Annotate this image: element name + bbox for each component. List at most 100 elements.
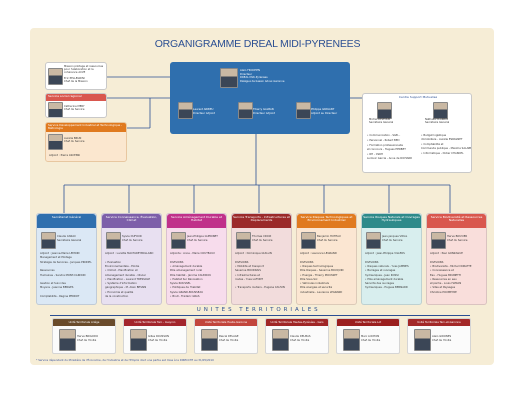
department-head-name: Thomas CROIX: [252, 235, 272, 238]
deputy-1-role: Directeur Adjoint: [193, 111, 215, 115]
territorial-unit-name: Marc LOCHON: [361, 335, 380, 338]
department-line: Adjoint : Laurence LEGRAND: [300, 252, 337, 255]
department-box: Service Biodiversité et Ressources Natur…: [426, 213, 487, 305]
department-head-name: Hervé BOUVIER: [447, 235, 468, 238]
department-head-photo: [431, 232, 446, 249]
csm-right-item: • Informatique - Didier CHANCEL: [421, 152, 464, 155]
deputy-2-name: Thierry GALBAN: [253, 108, 274, 111]
csm-person-2-photo: [433, 102, 448, 119]
deputy-3-photo: [296, 102, 311, 119]
territorial-unit-role: Chef de l'Unité: [361, 338, 381, 342]
territorial-unit-header: Unité Territoriale Tarn - Aveyron: [124, 319, 186, 326]
department-line: Pôle Sous-Sol: [300, 277, 318, 281]
department-line: • Système d'information: [105, 282, 137, 286]
department-line: • Aménagement durable: [170, 264, 203, 268]
sdit-role: Chef du Service: [64, 140, 85, 143]
territorial-unit-name: Pascal DELAGE: [219, 335, 239, 338]
csm-left-item: • Communication - SGB...: [367, 134, 401, 137]
department-head-photo: [171, 232, 186, 249]
territorial-unit-header: Unité Territoriale Lot: [337, 319, 399, 326]
department-line: Pôle Risques - Séverine BOUQUIN: [300, 269, 344, 273]
csm-right-item: • Comptabilité et: [421, 143, 444, 146]
mission-line2: pour l'élaboration et la: [64, 68, 94, 71]
department-line: et pêche - Louis HAMAN: [430, 282, 462, 286]
footnote: * Service dépendant du Ministère de l'Éc…: [36, 358, 214, 362]
department-line: • Climat - Planification et: [105, 269, 138, 273]
service-social-role: Chef de Service: [64, 108, 85, 111]
department-line: Séverine BOURDAIS: [235, 269, 261, 273]
department-line: DIVISIONS: [300, 260, 314, 264]
department-line: • Evaluation: [105, 260, 122, 264]
department-header: Service Biodiversité et Ressources Natur…: [427, 214, 486, 228]
department-line: • Connaissance et: [430, 269, 454, 273]
sdit-photo: [48, 134, 63, 150]
director-name: Alain FROCHEN: [240, 69, 260, 72]
department-header: Service Transports - Infrastructures et …: [232, 214, 291, 228]
territorial-unit-header: Unité Territoriale Haute-Garonne: [195, 319, 257, 326]
department-line: Pôle énergies et sécurité: [300, 286, 333, 290]
department-line: • Planification - Laurent TRESSOLE: [105, 277, 151, 281]
department-head-role: Chef du Service: [382, 238, 403, 242]
csm-left-item: Ludovic Garcia - Anne de RICHARD: [367, 156, 413, 160]
department-line: Comptabilité - Régine PERROT: [40, 295, 80, 298]
department-header: Service Aménagement Durable et Habitat: [167, 214, 226, 228]
department-line: DIVISIONS: [365, 260, 379, 264]
territorial-unit-header: Unité Territoriale Ariège: [53, 319, 115, 326]
department-line: DIVISIONS: [235, 260, 249, 264]
territorial-unit-photo: [130, 329, 147, 351]
department-line: Aménagement durable - Olivier: [105, 273, 146, 277]
department-head-role: Secrétaire Général: [57, 238, 82, 242]
department-box: Service Transports - Infrastructures et …: [231, 213, 292, 305]
director-line4: Délégué de bassin Adour-Garonne: [240, 79, 285, 83]
department-line: • Véhicules industriels: [300, 282, 329, 286]
deputy-3-name: Philippe GRAVANT: [311, 108, 335, 111]
department-line: Sylvie ROUSSEL: [170, 282, 191, 286]
department-line: • Pôle aménagement durable: [365, 277, 404, 281]
sdit-box: Service Développement Industriel et Tech…: [45, 122, 127, 162]
department-line: • Barrages et ouvrages: [365, 269, 396, 273]
department-line: industrielle - Laurence LEGRAND: [300, 290, 343, 294]
territorial-unit-photo: [272, 329, 289, 351]
department-line: de la construction: [105, 295, 129, 298]
territorial-unit-name: Hervé BRIGODO: [77, 335, 99, 338]
department-head-role: Chef du Service: [317, 238, 338, 242]
department-head-role: Chef du Service: [187, 238, 208, 242]
service-social-header: Service social régional: [46, 94, 106, 101]
department-line: DIVISIONS: [430, 260, 444, 264]
sdit-header-text: Service Développement Industriel et Tech…: [48, 124, 123, 131]
csm-right-item: • Budget logistique: [421, 134, 447, 137]
department-head-photo: [366, 232, 381, 249]
department-line: Management et Pilotage: [40, 256, 72, 260]
deputy-2-photo: [238, 102, 253, 119]
department-box: Service Connaissance, Évaluation, Climat…: [101, 213, 162, 305]
csm-person-2-role: Secrétaire Général: [425, 121, 450, 124]
department-line: • Transports routiers - Eugène CAUVIN: [235, 286, 285, 290]
department-head-name: Jean-Jacques VIDAL: [382, 235, 408, 238]
department-header: Service Connaissance, Évaluation, Climat: [102, 214, 161, 228]
director-photo: [220, 68, 238, 88]
department-line: hydrauliques - Hugues BERNARD: [365, 286, 408, 290]
territorial-unit-role: Chef de l'Unité: [219, 338, 239, 342]
mission-role: Chef de la Mission: [64, 80, 88, 83]
service-social-name: Catherine MERY: [64, 105, 85, 108]
mission-line1: Mission pilotage et ressources: [64, 65, 104, 68]
department-box: Service Risques Naturels et Ouvrages Hyd…: [361, 213, 422, 305]
department-box: Service Risques Technologiques et Enviro…: [296, 213, 357, 305]
deputy-1-name: Laurent ARBIEU: [193, 108, 214, 111]
department-line: Stratégie de Services - Jacques PRODEL: [40, 260, 92, 264]
department-head-photo: [41, 232, 56, 249]
department-line: Gestion et Suivi des: [40, 282, 66, 286]
department-line: • Énergie - Thierry MOUSSET: [300, 273, 338, 277]
service-social-box: Service social régional Catherine MERY C…: [45, 93, 107, 118]
department-line: Adjoint : Paul GONZAGUE: [430, 252, 463, 255]
territorial-unit-name: Gilles ROUSSON: [148, 335, 169, 338]
csm-box: Centre Support Mutualisé Michel DELTOUR …: [362, 93, 472, 173]
department-line: géographique - M. Alain BESSIN: [105, 286, 147, 290]
deputy-1-photo: [178, 102, 193, 119]
mission-name: Eric PELLEGRINI: [64, 77, 85, 80]
department-head-role: Chef du Service: [252, 238, 273, 242]
